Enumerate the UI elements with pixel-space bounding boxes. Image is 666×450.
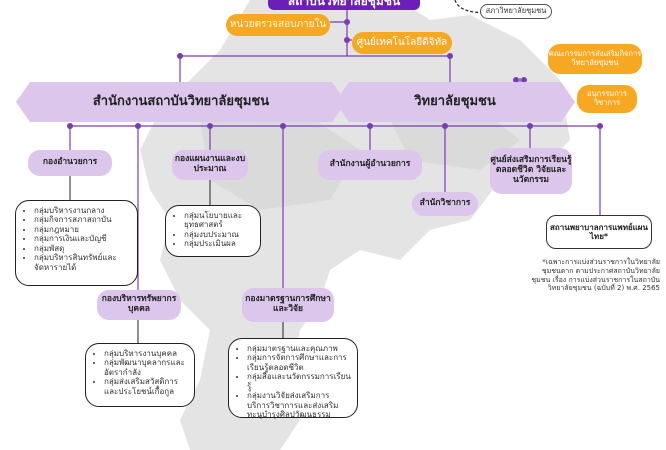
director-office-box: สำนักงานผู้อำนวยการ — [318, 150, 422, 180]
list-item: กลุ่มบริหารงานกลาง — [34, 206, 131, 215]
top-institute-box: สถาบันวิทยาลัยชุมชน — [268, 0, 420, 10]
digital-center-box: ศูนย์เทคโนโลยีดิจิทัล — [352, 32, 452, 54]
list-item: กลุ่มการจัดการศึกษาและการเรียนรู้ตลอดชีว… — [247, 353, 351, 372]
plan-division-list: กลุ่มนโยบายและยุทธศาสตร์ กลุ่มงบประมาณ ก… — [165, 205, 261, 257]
list-item: กลุ่มมาตรฐานและคุณภาพ — [247, 344, 351, 353]
college-band: วิทยาลัยชุมชน — [335, 82, 575, 122]
lifelong-center-box: ศูนย์ส่งเสริมการเรียนรู้ตลอดชีวิต วิจัยแ… — [490, 148, 572, 194]
footnote: *เฉพาะการแบ่งส่วนราชการในวิทยาลัยชุมชนตา… — [531, 258, 660, 293]
list-item: กลุ่มพัฒนาบุคลากรและอัตรากำลัง — [104, 358, 188, 377]
standards-division-list: กลุ่มมาตรฐานและคุณภาพ กลุ่มการจัดการศึกษ… — [228, 338, 358, 419]
list-item: กลุ่มบริหารงานบุคคล — [104, 349, 188, 358]
hr-division-list: กลุ่มบริหารงานบุคคล กลุ่มพัฒนาบุคลากรและ… — [85, 343, 195, 407]
list-item: กลุ่มประเมินผล — [184, 239, 254, 248]
council-box: สภาวิทยาลัยชุมชน — [480, 4, 552, 19]
audit-unit-box: หน่วยตรวจสอบภายใน — [226, 14, 330, 36]
subcommittee-box: อนุกรรมการวิชาการ — [577, 85, 637, 113]
hospital-box: สถานพยาบาลการแพทย์แผนไทย* — [546, 215, 652, 249]
hr-division-box: กองบริหารทรัพยากรบุคคล — [97, 290, 181, 320]
list-item: กลุ่มกิจการสภาสถาบัน — [34, 215, 131, 224]
academic-office-box: สำนักวิชาการ — [412, 192, 478, 216]
plan-division-box: กองแผนงานและงบประมาณ — [172, 150, 248, 180]
list-item: กลุ่มการเงินและบัญชี — [34, 234, 131, 243]
list-item: กลุ่มพัสดุ — [34, 244, 131, 253]
list-item: กลุ่มนโยบายและยุทธศาสตร์ — [184, 211, 254, 230]
admin-division-list: กลุ่มบริหารงานกลาง กลุ่มกิจการสภาสถาบัน … — [15, 200, 138, 286]
list-item: กลุ่มกฎหมาย — [34, 225, 131, 234]
list-item: กลุ่มงานวิจัยส่งเสริมการบริการวิชาการและ… — [247, 391, 351, 419]
committee-box: คณะกรรมการส่งเสริมกิจการวิทยาลัยชุมชน — [548, 44, 642, 74]
standards-division-box: กองมาตรฐานการศึกษาและวิจัย — [242, 288, 334, 322]
list-item: กลุ่มส่งเสริมสวัสดิการและประโยชน์เกื้อกู… — [104, 377, 188, 396]
list-item: กลุ่มบริหารสินทรัพย์และจัดหารายได้ — [34, 253, 131, 272]
admin-division-box: กองอำนวยการ — [28, 150, 112, 176]
office-band: สำนักงานสถาบันวิทยาลัยชุมชน — [16, 82, 346, 122]
list-item: กลุ่มงบประมาณ — [184, 230, 254, 239]
list-item: กลุ่มสื่อและนวัตกรรมการเรียนรู้ — [247, 372, 351, 391]
